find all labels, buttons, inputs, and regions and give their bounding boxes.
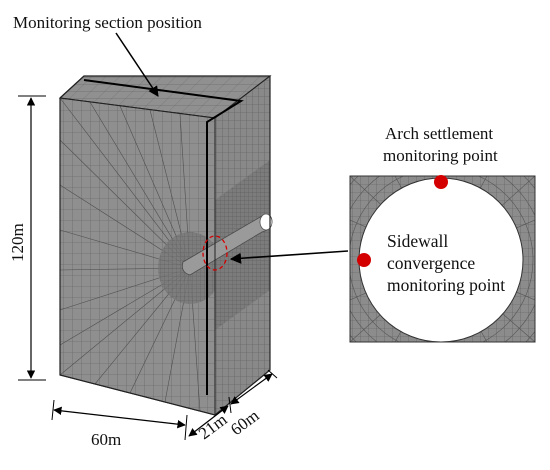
arch-monitoring-point (434, 175, 448, 189)
sidewall-label-line2: convergence (387, 253, 475, 273)
height-dimension (18, 95, 46, 381)
monitoring-section-line (83, 32, 244, 395)
width-dimension (51, 399, 188, 441)
cross-section-inset (349, 175, 536, 343)
depth-a-label: 21m (195, 410, 231, 443)
inset-pointer-arrow (229, 250, 349, 264)
sidewall-monitoring-point (357, 253, 371, 267)
arch-label-line2: monitoring point (383, 146, 498, 165)
sidewall-label-line3: monitoring point (387, 275, 505, 295)
width-label: 60m (91, 430, 121, 449)
highlight-ellipse (202, 235, 228, 271)
arch-label-line1: Arch settlement (385, 124, 493, 143)
height-label: 120m (8, 223, 27, 262)
depth-dimension (188, 369, 278, 437)
depth-b-label: 60m (227, 406, 263, 439)
monitoring-section-label: Monitoring section position (13, 13, 202, 32)
mesh-block (58, 74, 273, 417)
sidewall-label-line1: Sidewall (387, 231, 448, 251)
